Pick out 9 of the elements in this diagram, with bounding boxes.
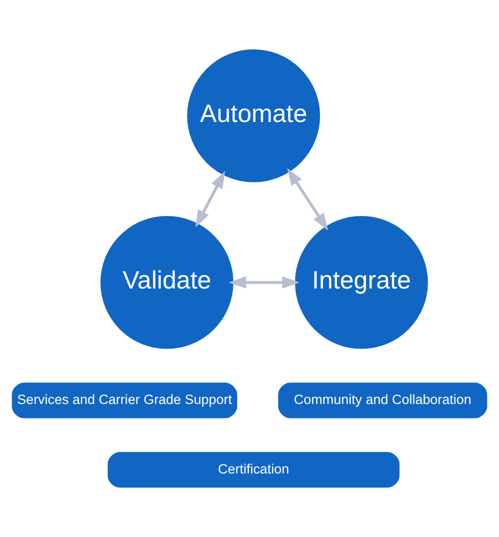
node-box: Certification [108, 452, 400, 488]
arrow [195, 171, 226, 228]
node-circle: Validate [100, 216, 234, 349]
arrow [287, 168, 328, 231]
node-circle: Integrate [295, 216, 428, 349]
node-circle: Automate [187, 49, 320, 182]
arrow [228, 276, 300, 289]
node-box: Community and Collaboration [278, 382, 488, 418]
node-box: Services and Carrier Grade Support [12, 382, 238, 418]
